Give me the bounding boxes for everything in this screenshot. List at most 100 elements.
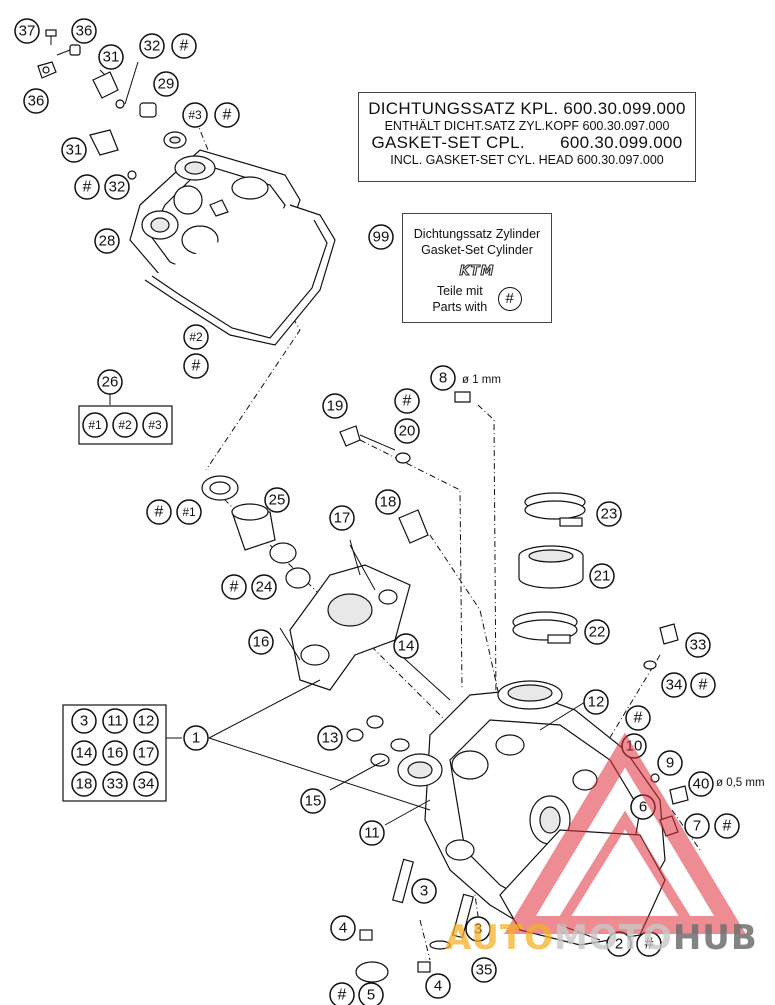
gasket-set-note: DICHTUNGSSATZ KPL. 600.30.099.000 ENTHÄL… — [358, 92, 696, 182]
svg-text:#: # — [723, 818, 732, 835]
callout-7: 7 — [684, 813, 710, 839]
callout-kit26-1: #1 — [82, 412, 108, 438]
svg-text:#3: #3 — [148, 418, 162, 432]
callout-15: 15 — [300, 788, 326, 814]
svg-text:4: 4 — [434, 978, 442, 995]
callout-29: 29 — [153, 71, 179, 97]
callout-4-b: 4 — [425, 973, 451, 999]
kit-title-de: Dichtungssatz Zylinder — [413, 227, 541, 241]
svg-text:4: 4 — [339, 920, 347, 937]
kit1-item: 33 — [102, 771, 128, 797]
callout-hash-5: # — [329, 982, 355, 1005]
callout-22: 22 — [584, 619, 610, 645]
callout-34: 34 — [661, 672, 687, 698]
svg-text:6: 6 — [639, 799, 647, 816]
kit1-item: 17 — [133, 740, 159, 766]
callout-hash-20: # — [394, 388, 420, 414]
svg-text:#: # — [83, 179, 92, 196]
callout-21: 21 — [589, 563, 615, 589]
svg-text:20: 20 — [399, 423, 416, 440]
dimension-part-40: ø 0,5 mm — [716, 777, 765, 789]
svg-text:22: 22 — [589, 624, 606, 641]
svg-text:3: 3 — [80, 713, 88, 730]
callout-hash-2: # — [183, 353, 209, 379]
ktm-logo: KTM — [459, 264, 495, 280]
small-parts-top-left — [37, 29, 229, 217]
gasket-note-line4: INCL. GASKET-SET CYL. HEAD 600.30.097.00… — [390, 153, 664, 167]
svg-text:21: 21 — [594, 568, 611, 585]
watermark-text: AUTOMOTOHUB — [445, 918, 758, 958]
callout-hash-34: # — [690, 672, 716, 698]
svg-text:36: 36 — [76, 23, 93, 40]
svg-text:19: 19 — [327, 398, 344, 415]
svg-text:7: 7 — [693, 818, 701, 835]
callout-3-a: 3 — [411, 878, 437, 904]
callout-8: 8 — [430, 365, 456, 391]
kit-title-en: Gasket-Set Cylinder — [421, 243, 533, 257]
kit1-item: 11 — [102, 708, 128, 734]
svg-text:#: # — [338, 987, 347, 1004]
svg-text:23: 23 — [601, 506, 618, 523]
callout-4-a: 4 — [330, 915, 356, 941]
callout-hash-3-top: # — [214, 102, 240, 128]
callout-25: 25 — [264, 487, 290, 513]
svg-text:#2: #2 — [118, 418, 132, 432]
callout-hash-7: # — [714, 813, 740, 839]
svg-text:8: 8 — [439, 370, 447, 387]
callout-20: 20 — [394, 418, 420, 444]
svg-text:#: # — [403, 393, 412, 410]
svg-text:35: 35 — [476, 962, 493, 979]
svg-text:#: # — [699, 677, 708, 694]
svg-text:28: 28 — [99, 233, 116, 250]
svg-text:11: 11 — [364, 825, 380, 842]
callout-9: 9 — [657, 750, 683, 776]
svg-text:24: 24 — [256, 579, 273, 596]
callout-99: 99 — [368, 224, 394, 250]
callout-hash-1: # — [146, 499, 172, 525]
callout-37: 37 — [14, 18, 40, 44]
callout-1: 1 — [183, 725, 209, 751]
kit1-item: 34 — [133, 771, 159, 797]
callout-36-left: 36 — [23, 88, 49, 114]
svg-text:#: # — [192, 358, 201, 375]
callout-24: 24 — [251, 574, 277, 600]
callout-hash-32-top: # — [171, 33, 197, 59]
svg-text:#: # — [230, 579, 239, 596]
callout-23: 23 — [596, 501, 622, 527]
dimension-part-8: ø 1 mm — [462, 374, 501, 386]
svg-text:12: 12 — [588, 694, 605, 711]
svg-text:2: 2 — [615, 936, 623, 953]
svg-text:99: 99 — [373, 229, 390, 246]
svg-text:15: 15 — [305, 793, 322, 810]
svg-text:9: 9 — [666, 755, 674, 772]
fasteners — [339, 391, 689, 983]
kit1-item: 18 — [71, 771, 97, 797]
svg-text:#1: #1 — [182, 505, 196, 519]
callout-19: 19 — [322, 393, 348, 419]
svg-text:25: 25 — [269, 492, 286, 509]
kit1-item: 16 — [102, 740, 128, 766]
kit1-item: 12 — [133, 708, 159, 734]
gasket-note-line2: ENTHÄLT DICHT.SATZ ZYL.KOPF 600.30.097.0… — [384, 119, 670, 133]
callout-40: 40 — [688, 771, 714, 797]
callout-31-mid: 31 — [61, 137, 87, 163]
svg-text:17: 17 — [138, 745, 155, 762]
svg-text:14: 14 — [76, 745, 93, 762]
callout-31-top: 31 — [98, 44, 124, 70]
callout-kit26-2: #2 — [112, 412, 138, 438]
svg-text:31: 31 — [66, 142, 83, 159]
svg-text:18: 18 — [76, 776, 93, 793]
kit-1-grid: 3 11 12 14 16 17 18 33 34 — [71, 708, 159, 797]
callout-33: 33 — [685, 632, 711, 658]
svg-text:1: 1 — [192, 730, 200, 747]
callout-hash-10: # — [625, 705, 651, 731]
svg-text:#: # — [645, 936, 654, 953]
callout-26: 26 — [97, 369, 123, 395]
svg-text:16: 16 — [253, 634, 270, 651]
callout-32-mid: 32 — [104, 174, 130, 200]
svg-text:11: 11 — [107, 713, 123, 730]
svg-text:32: 32 — [144, 38, 161, 55]
svg-text:18: 18 — [380, 494, 397, 511]
